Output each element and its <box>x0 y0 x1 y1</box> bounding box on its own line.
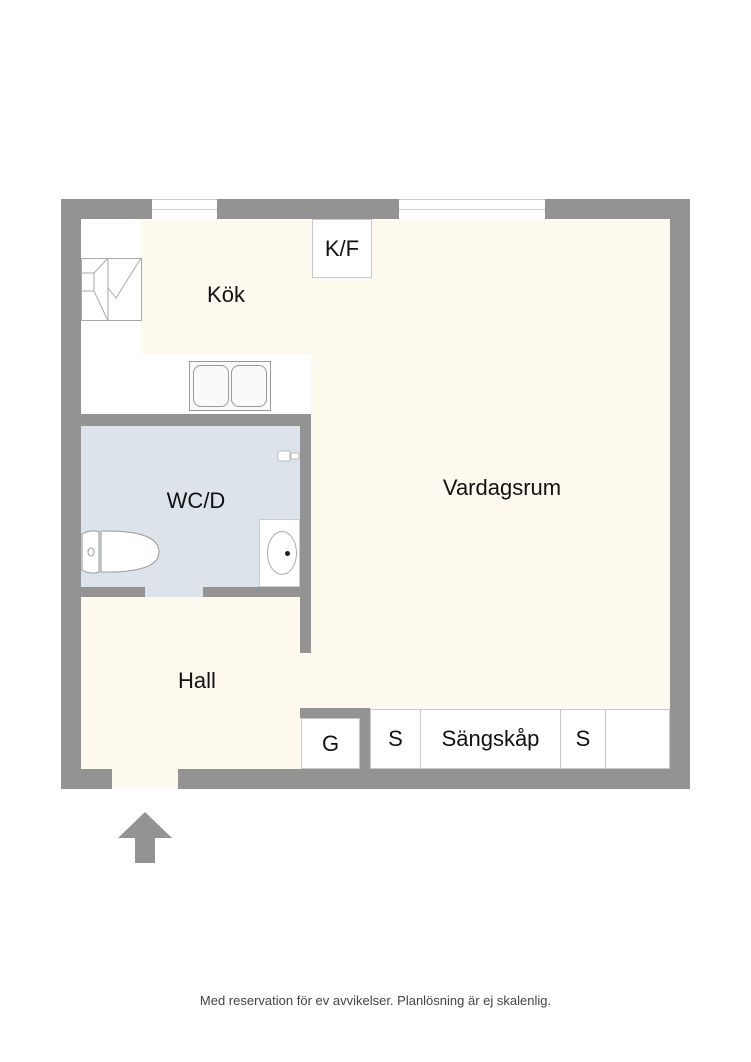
bathroom-door[interactable] <box>145 587 203 597</box>
entrance-arrow-icon <box>118 812 172 863</box>
room-label-hall: Hall <box>178 668 216 693</box>
wall-bath-hall <box>81 587 145 597</box>
fridge-freezer: K/F <box>312 219 372 278</box>
hall-opening <box>300 653 320 709</box>
toilet-icon <box>81 530 160 574</box>
stove-hood-icon <box>81 258 142 321</box>
window <box>399 199 545 219</box>
wall-bath-hall <box>203 587 300 597</box>
closet-g: G <box>301 718 360 769</box>
room-label-living-room: Vardagsrum <box>442 475 562 500</box>
living-room-floor <box>311 219 670 709</box>
shower-icon <box>277 450 300 462</box>
bed-cabinet: Sängskåp <box>420 709 561 769</box>
closet-blank <box>605 709 670 769</box>
wall-bath-living <box>300 414 311 653</box>
hall-floor <box>81 597 311 769</box>
entrance-door[interactable] <box>112 769 178 789</box>
closet-s: S <box>370 709 421 769</box>
room-label-bathroom: WC/D <box>166 488 226 513</box>
wall-closet <box>360 708 370 769</box>
closet-s: S <box>560 709 606 769</box>
wall-closet <box>300 708 370 718</box>
disclaimer: Med reservation för ev avvikelser. Planl… <box>199 993 552 1008</box>
washbasin-icon <box>259 519 300 587</box>
room-label-kitchen: Kök <box>207 282 245 307</box>
kitchen-sink-icon <box>189 361 271 411</box>
wall-kitchen-bath <box>81 414 311 426</box>
window <box>152 199 217 219</box>
